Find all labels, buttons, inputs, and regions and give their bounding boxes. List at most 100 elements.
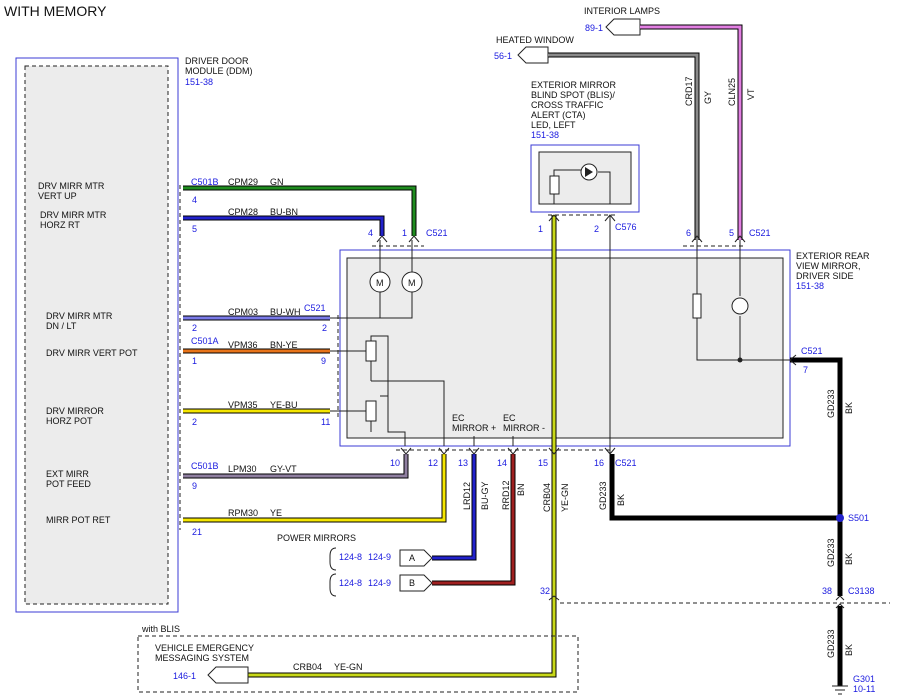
blis-line1: EXTERIOR MIRROR [531,80,617,90]
wire-label-ye-bu: YE-BU [270,400,298,410]
ddm-pin-4: 4 [192,195,197,205]
motor-wiring [379,240,413,319]
wire-label-bk-3: BK [844,644,854,656]
wire-bu-bn-outline [183,215,385,236]
wire-label-ye-gn: YE-GN [560,483,570,512]
pm-a-connector [399,549,433,567]
ec-minus-2: MIRROR - [503,423,545,433]
wire-label-crb04: CRB04 [542,483,552,512]
conn-c501b-2: C501B [191,461,219,471]
pm-b-ref1: 124-8 [339,578,362,588]
wire-bu-bn [183,216,384,236]
mirror-pin-16: 16 [594,458,604,468]
blis-pin-2: 2 [594,224,599,234]
mirror-name-1: EXTERIOR REAR [796,251,870,261]
mirror-name-3: DRIVER SIDE [796,271,854,281]
horz-pot [365,400,377,422]
mirror-pin-14: 14 [497,458,507,468]
wire-label-lpm30: LPM30 [228,464,257,474]
wire-vt-outline [640,24,743,240]
blis-resistor [549,175,560,195]
mirror-pin-5: 5 [729,228,734,238]
ground-conn-c521: C521 [801,346,823,356]
wire-label-bu-bn: BU-BN [270,207,298,217]
mirror-pin-15: 15 [538,458,548,468]
heated-window-label: HEATED WINDOW [496,35,574,45]
ddm-pin-2b: 2 [192,417,197,427]
ec-leads [473,436,514,446]
wire-bu-gy [432,454,476,560]
conn-c501a: C501A [191,336,219,346]
blis-line4: ALERT (CTA) [531,110,586,120]
wire-label-crd17: CRD17 [684,76,694,106]
heater-junction [737,357,743,363]
wire-ye [183,454,446,522]
bus-pin-9: 9 [321,356,326,366]
pot-wiring [330,335,445,446]
wire-label-bk-2: BK [844,553,854,565]
wire-label-cpm03: CPM03 [228,307,258,317]
wire-label-vpm35: VPM35 [228,400,258,410]
interior-lamps-label: INTERIOR LAMPS [584,6,660,16]
wire-label-rrd12: RRD12 [501,480,511,510]
wire-label-gd233-2: GD233 [826,538,836,567]
wire-vt [640,25,742,240]
mirror-pin-1: 1 [402,228,407,238]
c3138-pin: 38 [822,586,832,596]
wire-label-bn-ye: BN-YE [270,340,298,350]
mirror-conn-c521-top2: C521 [749,228,771,238]
mirror-pin-13: 13 [458,458,468,468]
ddm-pin-1: 1 [192,356,197,366]
bus-pin-11: 11 [321,417,330,427]
ddm-pin-21: 21 [192,527,202,537]
ddm-ref: 151-38 [185,77,213,87]
ec-minus-1: EC [503,413,516,423]
blis-line3: CROSS TRAFFIC [531,100,604,110]
heater-element [692,293,702,319]
wire-label-gn: GN [270,177,284,187]
ddm-pin4-label1: DRV MIRR VERT POT [46,348,138,358]
ddm-pin2-label1: DRV MIRR MTR [40,210,107,220]
ddm-pin-9: 9 [192,481,197,491]
ground-symbol [832,685,848,695]
ground-pin-7: 7 [803,365,808,375]
ddm-pin1-label1: DRV MIRR MTR [38,181,105,191]
ddm-pin7-label1: MIRR POT RET [46,515,111,525]
wire-label-cln25: CLN25 [727,78,737,106]
blis-pin-1: 1 [538,224,543,234]
pm-b-letter: B [409,578,415,588]
vert-pot [365,340,377,362]
ddm-pin3-label1: DRV MIRR MTR [46,311,113,321]
wire-bn [432,454,515,585]
wire-label-bn: BN [516,483,526,496]
pm-a-ref1: 124-8 [339,552,362,562]
mirror-pin-4: 4 [368,228,373,238]
wire-label-bu-wh: BU-WH [270,307,301,317]
blis-line5: LED, LEFT [531,120,576,130]
ddm-pin1-label2: VERT UP [38,191,77,201]
wire-label-crb04-vems: CRB04 [293,662,322,672]
c3138-label: C3138 [848,586,875,596]
ground-label: G301 [853,674,875,684]
wire-label-bk-4: BK [616,494,626,506]
pin-arrows [376,214,845,609]
blis-ref: 151-38 [531,130,559,140]
power-mirrors-brace [329,547,337,597]
blis-conn-c576: C576 [615,222,637,232]
ddm-box [24,65,169,605]
splice-label: S501 [848,513,869,523]
conn-c501b-1: C501B [191,177,219,187]
bus-conn-c521: C521 [304,303,326,313]
mirror-conn-c521-top: C521 [426,228,448,238]
power-mirrors-label: POWER MIRRORS [277,533,356,543]
wire-gn-outline [183,185,417,236]
wire-label-rpm30: RPM30 [228,508,258,518]
vems-line1: VEHICLE EMERGENCY [155,643,254,653]
pm-b-ref2: 124-9 [368,578,391,588]
with-blis-box [137,635,579,693]
blis-led-diode [585,167,593,177]
ddm-pin5-label2: HORZ POT [46,416,93,426]
mirror-outline [339,249,791,447]
wire-label-lrd12: LRD12 [462,482,472,510]
